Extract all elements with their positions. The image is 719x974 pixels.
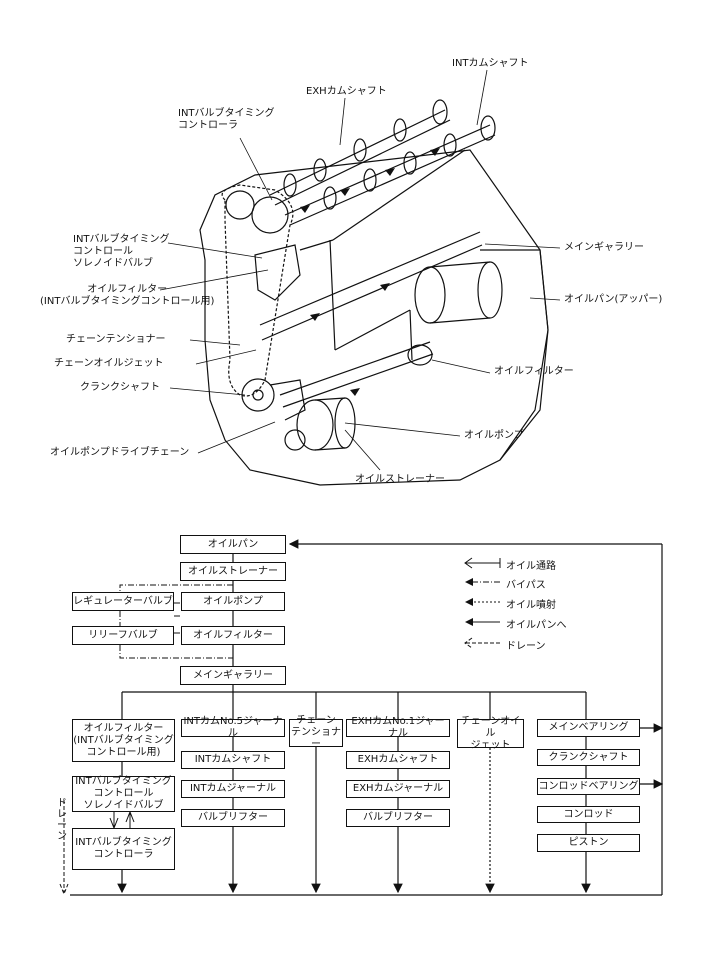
main-gallery-tube: [259, 231, 483, 341]
engine-lubrication-illustration: [159, 69, 561, 486]
label-oil-pump: オイルポンプ: [464, 430, 524, 441]
label-int-solenoid: INTバルブタイミング コントロール ソレノイドバルブ: [73, 234, 170, 269]
lower-tube: [279, 341, 434, 408]
legend-oil-path: オイル通路: [506, 561, 556, 572]
box-int-journal: INTカムジャーナル: [181, 780, 285, 798]
box-int-no5-journal: INTカムNo.5ジャーナル: [181, 716, 285, 739]
oil-pan-upper-outline: [480, 249, 549, 461]
legend-drain: ドレーン: [506, 641, 546, 652]
box-int-solenoid: INTバルブタイミング コントロール ソレノイドバルブ: [72, 776, 175, 812]
label-int-camshaft: INTカムシャフト: [452, 58, 529, 69]
label-crankshaft: クランクシャフト: [80, 382, 160, 393]
int-camshaft-drawing: [284, 115, 496, 226]
label-int-vtc: INTバルブタイミング コントローラ: [178, 108, 275, 131]
box-conrod-bearing: コンロッドベアリング: [537, 778, 640, 795]
exh-camshaft-drawing: [269, 99, 451, 206]
crank-pulley: [241, 378, 275, 412]
oil-filter-drawing: [407, 261, 503, 366]
label-exh-camshaft: EXHカムシャフト: [306, 86, 387, 97]
box-oil-pan: オイルパン: [180, 535, 286, 554]
label-chain-oil-jet: チェーンオイルジェット: [54, 358, 164, 369]
box-oil-filter: オイルフィルター: [181, 626, 285, 645]
vtc-sprocket: [251, 196, 289, 234]
box-oil-pump: オイルポンプ: [181, 592, 285, 611]
crank-arm-drawing: [269, 379, 306, 421]
label-oil-pump-chain: オイルポンプドライブチェーン: [50, 447, 190, 458]
box-exh-lifter: バルブリフター: [346, 809, 450, 827]
box-exh-journal: EXHカムジャーナル: [346, 780, 450, 798]
box-oil-filter-int: オイルフィルター (INTバルブタイミング コントロール用): [72, 719, 175, 762]
box-piston: ピストン: [537, 834, 640, 852]
box-int-lifter: バルブリフター: [181, 809, 285, 827]
box-exh-no1-journal: EXHカムNo.1ジャーナル: [346, 716, 450, 739]
box-main-bearing: メインベアリング: [537, 719, 640, 737]
box-exh-camshaft: EXHカムシャフト: [346, 751, 450, 769]
label-main-gallery: メインギャラリー: [564, 242, 644, 253]
legend-to-oil-pan: オイルパンへ: [506, 620, 567, 631]
box-conrod: コンロッド: [537, 806, 640, 823]
legend-oil-jet: オイル噴射: [506, 600, 556, 611]
box-chain-oil-jet: チェーンオイル ジェット: [457, 716, 524, 751]
box-relief-valve: リリーフバルブ: [72, 626, 174, 645]
label-oil-strainer: オイルストレーナー: [355, 474, 445, 485]
drain-vertical-label: ドレーン: [57, 798, 67, 842]
box-crankshaft: クランクシャフト: [537, 749, 640, 766]
label-oil-filter: オイルフィルター: [494, 366, 574, 377]
box-oil-strainer: オイルストレーナー: [180, 562, 286, 581]
solenoid-drawing: [254, 244, 301, 301]
label-int-oil-filter: オイルフィルター (INTバルブタイミングコントロール用): [40, 284, 215, 307]
box-int-vtc: INTバルブタイミング コントローラ: [72, 828, 175, 870]
engine-block-outline: [199, 149, 549, 486]
legend-bypass: バイパス: [506, 580, 546, 591]
box-regulator-valve: レギュレーターバルブ: [72, 592, 174, 611]
oil-pump-drawing: [284, 397, 356, 451]
box-main-gallery: メインギャラリー: [180, 666, 286, 685]
label-chain-tensioner: チェーンテンショナー: [66, 334, 166, 345]
label-oil-pan-upper: オイルパン(アッパー): [564, 294, 663, 305]
box-int-camshaft: INTカムシャフト: [181, 751, 285, 769]
box-chain-tensioner: チェーン テンショナー: [289, 715, 343, 750]
lubrication-flow-connectors: [59, 539, 664, 896]
